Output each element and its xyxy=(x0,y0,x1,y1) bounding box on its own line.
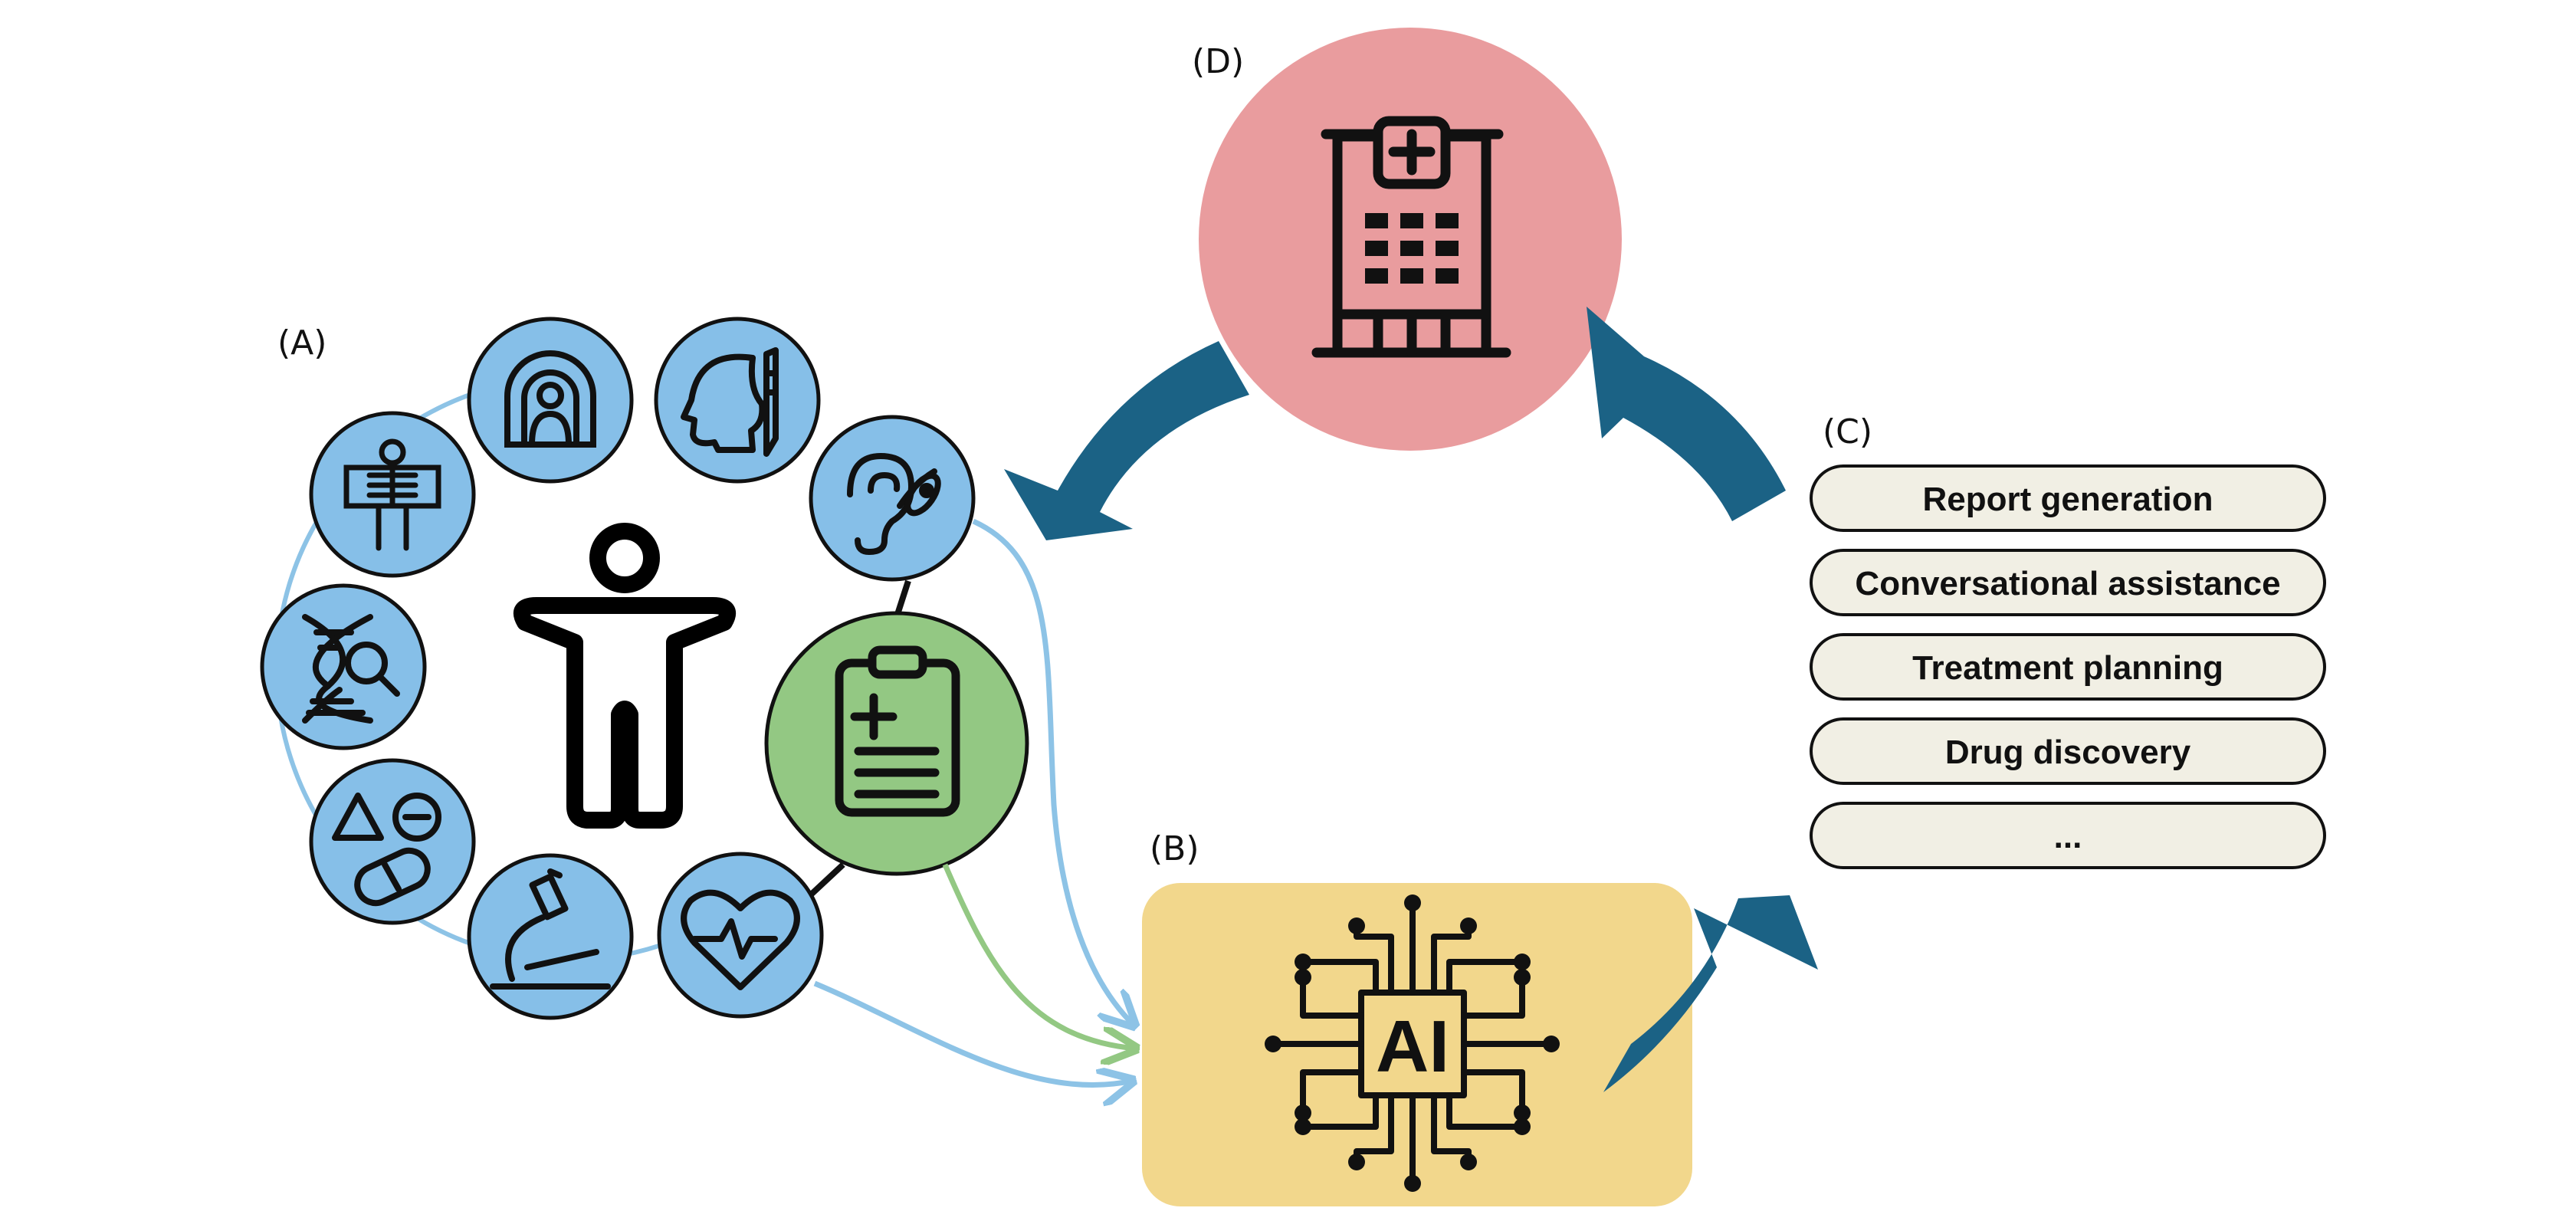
applications-list: Report generation Conversational assista… xyxy=(1810,464,2326,869)
ai-to-applications-arrow xyxy=(1603,895,1818,1092)
application-label: Conversational assistance xyxy=(1855,565,2280,602)
application-label: Treatment planning xyxy=(1912,649,2223,687)
hospital-icon xyxy=(1311,116,1511,358)
patient-icon xyxy=(514,523,736,829)
application-label: Drug discovery xyxy=(1945,734,2191,771)
panel-label-b: (B) xyxy=(1150,829,1199,868)
dna-search-icon xyxy=(260,583,427,750)
xray-skeleton-icon xyxy=(309,411,476,578)
record-connector-bottom xyxy=(806,862,845,899)
application-item: Conversational assistance xyxy=(1810,549,2326,616)
ai-chip-label: AI xyxy=(1376,1006,1449,1088)
hearing-aid-icon xyxy=(809,415,976,582)
head-surgery-icon xyxy=(654,317,821,484)
hospital-to-patient-arrow xyxy=(1004,341,1249,540)
panel-label-c: (C) xyxy=(1823,412,1872,451)
microscope-icon xyxy=(467,853,634,1020)
application-item: ... xyxy=(1810,802,2326,869)
cycle-arrows xyxy=(1004,307,1818,1092)
medication-icon xyxy=(309,758,476,925)
heart-rate-icon xyxy=(657,852,824,1019)
patient-data-ring xyxy=(260,317,1029,1020)
application-item: Treatment planning xyxy=(1810,633,2326,701)
record-to-ai-link xyxy=(942,863,1136,1049)
ai-chip-icon xyxy=(1265,894,1560,1192)
application-label: ... xyxy=(2054,818,2082,855)
application-label: Report generation xyxy=(1923,481,2213,518)
hospital-circle xyxy=(1199,28,1622,451)
clinical-record-icon xyxy=(764,611,1029,876)
heart-to-ai-link xyxy=(813,980,1133,1085)
applications-to-hospital-arrow xyxy=(1587,307,1786,521)
mri-scanner-icon xyxy=(467,317,634,484)
panel-label-d: (D) xyxy=(1192,42,1244,81)
hearing-to-ai-link xyxy=(972,518,1134,1026)
application-item: Drug discovery xyxy=(1810,717,2326,785)
panel-label-a: (A) xyxy=(277,323,327,363)
application-item: Report generation xyxy=(1810,464,2326,532)
